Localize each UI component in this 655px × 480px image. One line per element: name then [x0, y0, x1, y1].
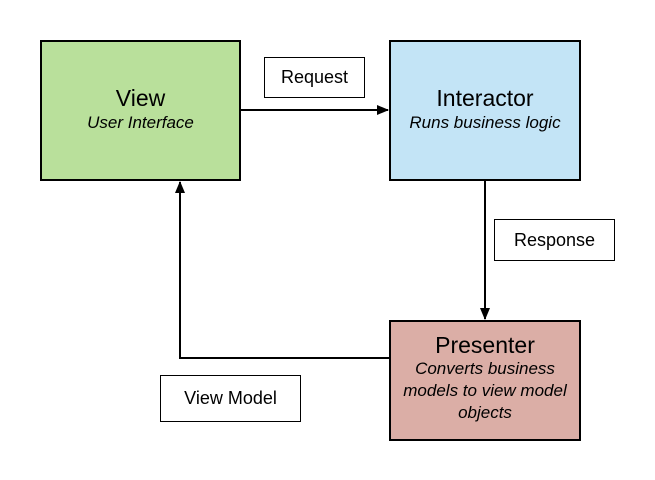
view-node: View User Interface — [40, 40, 241, 181]
view-subtitle: User Interface — [87, 113, 194, 132]
response-label: Response — [494, 219, 615, 261]
presenter-node: Presenter Converts business models to vi… — [389, 320, 581, 441]
interactor-title: Interactor — [436, 85, 534, 111]
request-label: Request — [264, 57, 365, 98]
view-title: View — [115, 85, 166, 111]
interactor-subtitle: Runs business logic — [409, 113, 561, 132]
view-model-arrow — [175, 181, 389, 359]
view-model-label: View Model — [160, 375, 301, 422]
interactor-node: Interactor Runs business logic — [389, 40, 581, 181]
presenter-subtitle: Converts business models to view model o… — [403, 359, 567, 422]
presenter-title: Presenter — [435, 332, 535, 358]
